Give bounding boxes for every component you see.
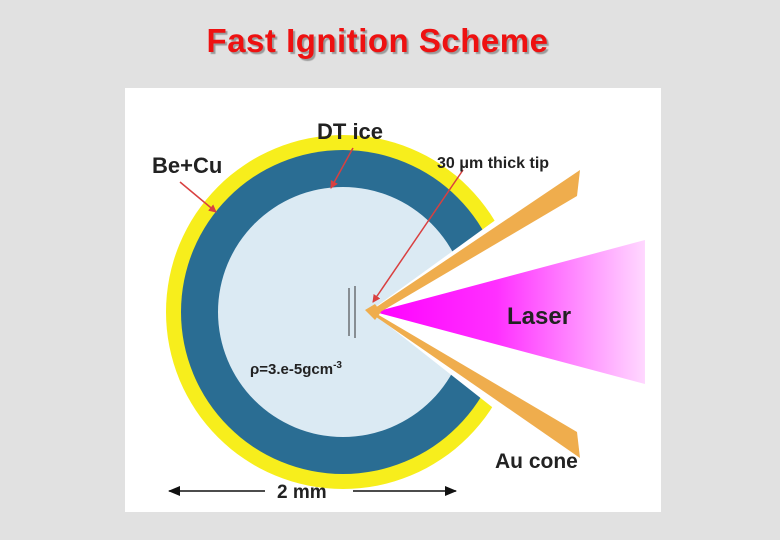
be-cu-label: Be+Cu <box>152 153 222 178</box>
au-cone-upper <box>369 170 580 314</box>
density-exponent: -3 <box>333 360 342 371</box>
laser-label: Laser <box>507 303 571 330</box>
be-cu-arrow <box>179 181 217 213</box>
slide-title: Fast Ignition Scheme <box>206 22 549 59</box>
dt-ice-label: DT ice <box>317 119 383 144</box>
diagram-panel: Be+Cu DT ice 30 μm thick tip Laser Au co… <box>125 88 661 512</box>
laser-beam <box>375 240 645 384</box>
au-cone-label: Au cone <box>495 450 578 473</box>
density-label: ρ=3.e-5gcm-3 <box>250 360 342 378</box>
au-cone-lower <box>369 312 580 458</box>
tip-arrow <box>372 169 464 303</box>
fast-ignition-diagram: Be+Cu DT ice 30 μm thick tip Laser Au co… <box>152 119 661 503</box>
scale-label: 2 mm <box>277 482 327 503</box>
dt-ice-arrow <box>330 147 354 189</box>
tip-label: 30 μm thick tip <box>437 155 549 172</box>
density-value: ρ=3.e-5gcm <box>250 361 333 378</box>
fuel-core <box>218 187 468 437</box>
cone-tip <box>365 304 381 320</box>
